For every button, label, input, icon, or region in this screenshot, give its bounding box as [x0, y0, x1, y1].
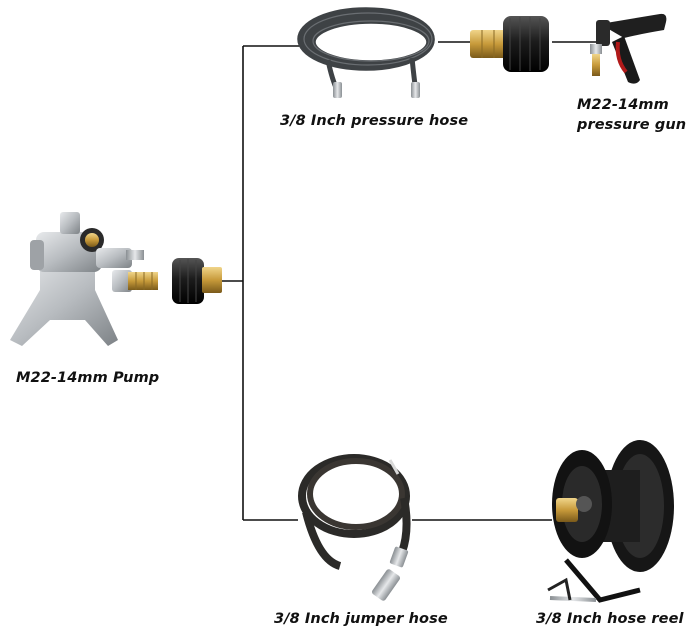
- jumper-hose-label: 3/8 Inch jumper hose: [274, 611, 448, 627]
- pressure-hose-label: 3/8 Inch pressure hose: [280, 113, 469, 129]
- top-coupler-fitting-image: [470, 16, 549, 72]
- hose-reel-image: [547, 440, 674, 603]
- pump-label: M22-14mm Pump: [16, 370, 160, 386]
- connector-lines: [222, 41, 600, 521]
- pressure-gun-label-line1: M22-14mm: [577, 97, 669, 113]
- pump-coupler-fitting-image: [172, 258, 222, 304]
- pressure-gun-label-line2: pressure gun: [577, 117, 686, 133]
- pressure-hose-image: [297, 7, 435, 98]
- pressure-gun-image: [590, 13, 667, 84]
- hose-reel-label: 3/8 Inch hose reel: [536, 611, 684, 627]
- pump-image: [10, 212, 158, 346]
- jumper-hose-image: [298, 454, 411, 601]
